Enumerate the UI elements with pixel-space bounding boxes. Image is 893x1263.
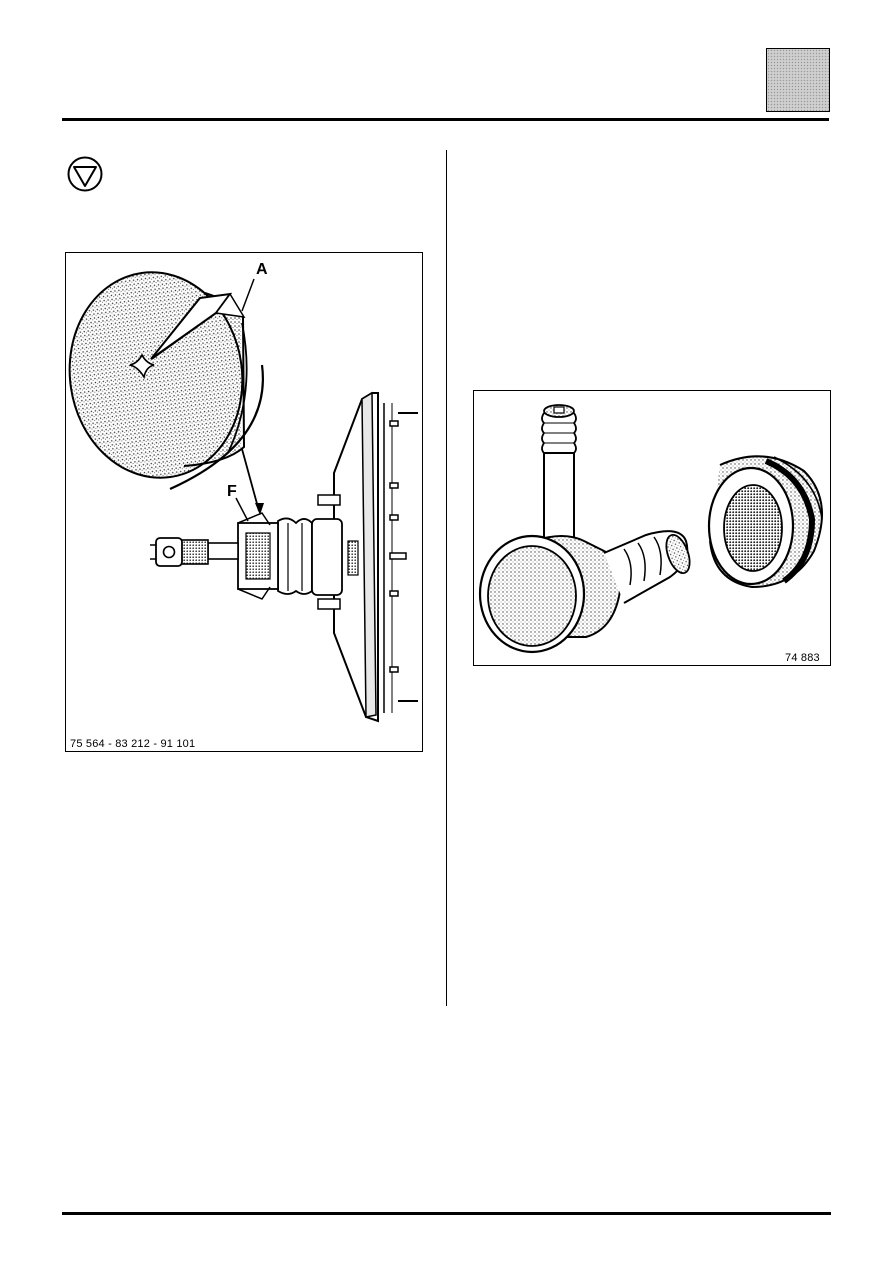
callout-a: A [256, 261, 268, 278]
column-divider [446, 150, 447, 1006]
section-tab [766, 48, 830, 112]
figure-reference: 75 564 - 83 212 - 91 101 [70, 738, 196, 750]
figure-reference: 74 883 S [785, 652, 820, 665]
figure-booster-pushrod: A F 75 564 - 83 212 - 91 101 [65, 252, 423, 752]
stop-triangle-icon [67, 156, 103, 192]
booster-illustration [68, 271, 418, 723]
header-rule [62, 118, 829, 121]
figure-valve-grommet: 74 883 S [473, 390, 831, 666]
valve-illustration [478, 404, 828, 654]
callout-f: F [227, 483, 237, 500]
footer-rule [62, 1212, 831, 1215]
